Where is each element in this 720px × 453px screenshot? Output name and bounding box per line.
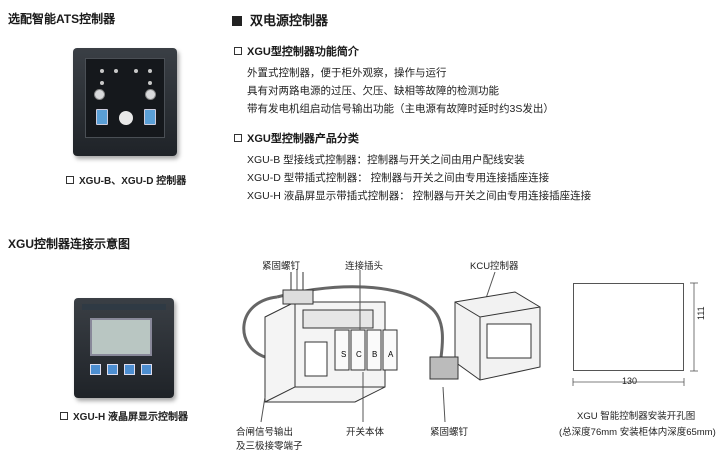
cutout-caption-2: (总深度76mm 安装柜体内深度65mm) [559,427,716,438]
indicator-led [134,69,138,73]
controller-topbar [82,304,166,310]
leader-line [260,396,266,423]
class-line: XGU-B 型接线式控制器：控制器与开关之间由用户配线安装 [247,154,525,166]
blue-key-icon [124,364,135,375]
label-three-pole: 及三极接零端子 [236,441,303,452]
class-line: XGU-D 型带插式控制器： 控制器与开关之间由专用连接插座连接 [247,172,550,184]
terminal-block [334,329,350,371]
blue-key-icon [90,364,101,375]
cutout-width-label: 130 [622,376,638,386]
switch-window [304,341,328,377]
caption-text: XGU-B、XGU-D 控制器 [79,176,187,187]
terminal-block [350,329,366,371]
caption-xgu-h: XGU-H 液晶屏显示控制器 [60,408,188,423]
indicator-led [148,69,152,73]
terminal-letter: A [388,350,394,359]
page-title: 双电源控制器 [232,10,328,29]
cutout-rectangle [573,283,684,371]
xgu-h-controller-image [74,298,174,398]
kcu-box-edge [454,301,541,380]
cable-line [242,295,278,359]
kcu-grid [486,323,532,359]
classes-heading: XGU型控制器产品分类 [234,130,359,146]
terminal-letter: C [356,350,362,359]
terminal-letter: S [341,350,346,359]
terminal-block [382,329,398,371]
intro-heading: XGU型控制器功能简介 [234,43,359,59]
label-kcu: KCU控制器 [470,261,519,272]
indicator-led [100,81,104,85]
label-screw-bottom: 紧固螺钉 [430,427,469,438]
cutout-caption-1: XGU 智能控制器安装开孔图 [577,411,696,422]
blue-key-icon [107,364,118,375]
label-plug: 连接插头 [345,261,384,272]
connection-diagram: S C B A [242,270,541,423]
page-title-text: 双电源控制器 [250,13,329,28]
xgu-b-d-controller-image [73,48,177,156]
caption-xgu-b-d: XGU-B、XGU-D 控制器 [66,172,186,187]
kcu-plug-icon [429,356,459,380]
terminal-letter: B [372,350,377,359]
indicator-led [114,69,118,73]
plug-icon [282,289,314,305]
cable-line [276,285,444,368]
lcd-screen-icon [90,318,152,356]
section-heading-ats: 选配智能ATS控制器 [8,12,116,26]
section-heading-connection: XGU控制器连接示意图 [8,237,131,251]
indicator-led [148,81,152,85]
blue-button-icon [96,109,108,125]
terminal-block [366,329,382,371]
blue-key-icon [141,364,152,375]
classes-heading-text: XGU型控制器产品分类 [247,133,359,145]
class-line: XGU-H 液晶屏显示带插式控制器： 控制器与开关之间由专用连接插座连接 [247,190,592,202]
caption-text: XGU-H 液晶屏显示控制器 [73,412,188,423]
knob-icon [145,89,156,100]
cutout-dimensions [572,282,698,386]
label-screw-top: 紧固螺钉 [262,261,301,272]
intro-line: 外置式控制器，便于柜外观察，操作与运行 [247,67,447,79]
knob-icon [94,89,105,100]
leader-line [442,386,446,423]
intro-line: 具有对两路电源的过压、欠压、缺相等故障的检测功能 [247,85,499,97]
intro-line: 带有发电机组启动信号输出功能（主电源有故障时延时约3S发出） [247,103,554,115]
intro-heading-text: XGU型控制器功能简介 [247,46,359,58]
blue-button-icon [144,109,156,125]
logo-icon [119,111,133,125]
controller-face [85,58,165,138]
label-switch-body: 开关本体 [346,427,385,438]
cutout-height-label: 111 [696,306,706,320]
switch-top-panel [302,309,374,329]
indicator-led [100,69,104,73]
label-signal-output: 合闸信号输出 [236,427,294,438]
